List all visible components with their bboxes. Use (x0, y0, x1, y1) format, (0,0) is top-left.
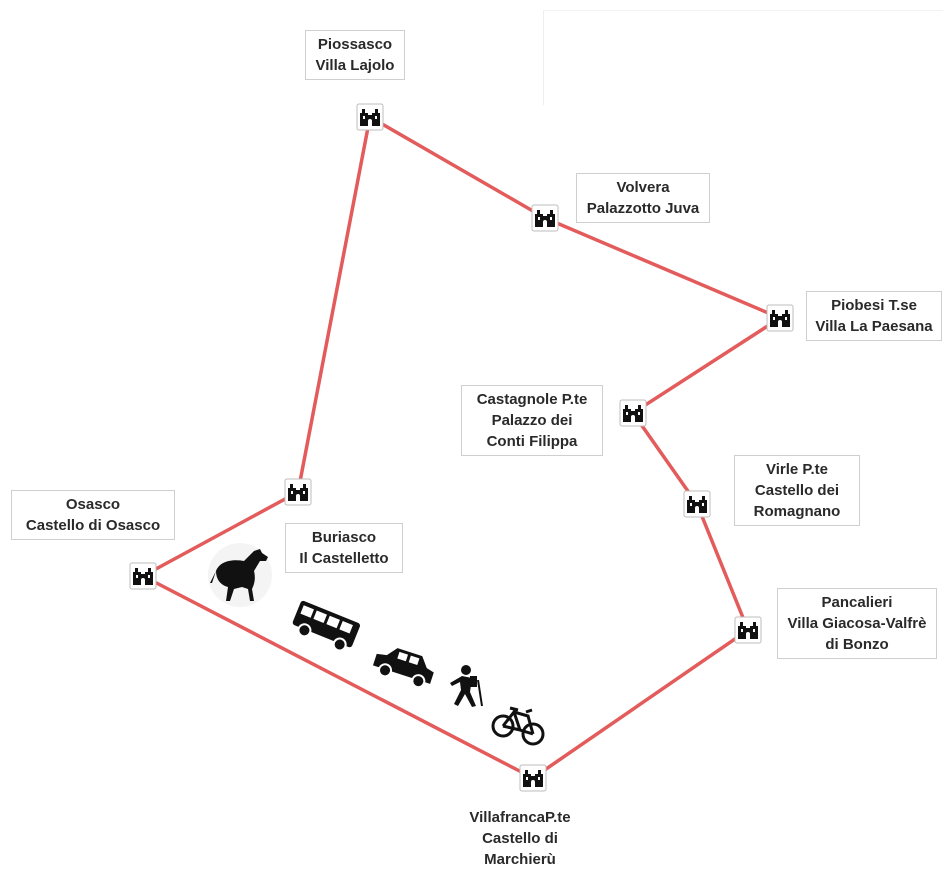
stop-label-line: di Bonzo (825, 636, 889, 653)
stop-label-line: Osasco (65, 496, 121, 513)
route-segment (368, 115, 547, 220)
stop-label-virle: Virle P.te Castello dei Romagnano (734, 455, 860, 526)
route-lines (141, 115, 782, 780)
stop-label-line: Il Castelletto (299, 550, 389, 567)
stop-label-line: Conti Filippa (486, 433, 578, 450)
castle-icon (531, 204, 559, 232)
castle-icon (734, 616, 762, 644)
stop-label-line: Piobesi T.se (831, 297, 917, 314)
castle-icon (683, 490, 711, 518)
stop-label-villafranca: VillafrancaP.te Castello di Marchierù (454, 804, 586, 873)
route-segment (296, 115, 372, 494)
bicycle-icon (491, 706, 545, 746)
stop-label-line: Virle P.te (766, 461, 828, 478)
route-segment (695, 502, 750, 632)
stop-label-castagnole: Castagnole P.te Palazzo dei Conti Filipp… (461, 385, 603, 456)
stop-label-line: Villa Giacosa-Valfrè (787, 615, 927, 632)
route-segment (631, 316, 782, 415)
castle-icon (356, 103, 384, 131)
route-segment (141, 490, 300, 578)
stop-label-line: Castello dei (754, 482, 840, 499)
blank-panel (543, 10, 943, 105)
castle-icon (766, 304, 794, 332)
route-segment (141, 574, 535, 780)
stop-label-piossasco: Piossasco Villa Lajolo (305, 30, 405, 80)
stop-label-line: Buriasco (311, 529, 377, 546)
stop-label-line: Castagnole P.te (476, 391, 588, 408)
stop-label-line: Piossasco (317, 36, 393, 53)
route-segment (543, 216, 782, 320)
stop-label-osasco: Osasco Castello di Osasco (11, 490, 175, 540)
stop-label-line: Palazzo dei (491, 412, 573, 429)
bus-icon (292, 600, 361, 652)
castle-icon (619, 399, 647, 427)
car-icon (372, 648, 434, 689)
stop-label-line: Castello di (482, 830, 558, 847)
stop-label-line: Castello di Osasco (25, 517, 161, 534)
stop-label-buriasco: Buriasco Il Castelletto (285, 523, 403, 573)
stop-label-line: Marchierù (484, 851, 556, 868)
castle-icon (284, 478, 312, 506)
stop-label-volvera: Volvera Palazzotto Juva (576, 173, 710, 223)
stop-label-line: VillafrancaP.te (469, 809, 571, 826)
stop-label-line: Pancalieri (821, 594, 893, 611)
stop-label-line: Villa La Paesana (815, 318, 933, 335)
castle-icon (519, 764, 547, 792)
stop-label-line: Villa Lajolo (315, 57, 395, 74)
horse-icon (208, 543, 272, 607)
stop-label-line: Volvera (616, 179, 670, 196)
hiker-icon (450, 665, 483, 707)
stop-label-pancalieri: Pancalieri Villa Giacosa-Valfrè di Bonzo (777, 588, 937, 659)
route-segment (531, 628, 750, 780)
castle-icon (129, 562, 157, 590)
stop-label-line: Romagnano (753, 503, 841, 520)
route-segment (631, 411, 699, 506)
stop-label-piobesi: Piobesi T.se Villa La Paesana (806, 291, 942, 341)
stop-label-line: Palazzotto Juva (586, 200, 700, 217)
